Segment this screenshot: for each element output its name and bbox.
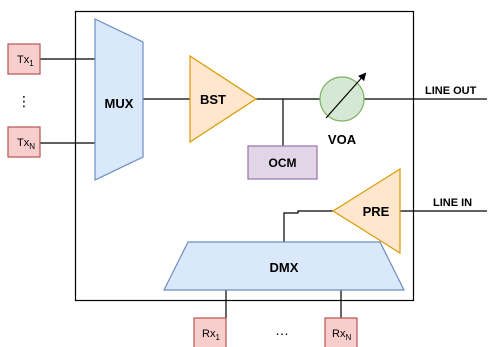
rx1-base-label: Rx (202, 328, 216, 340)
preamplifier: PRE (331, 167, 401, 255)
mux-label: MUX (105, 96, 134, 111)
node-enclosure (74, 10, 415, 302)
transmitter-1: Tx1 (7, 43, 41, 75)
rxn-base-label: Rx (332, 328, 346, 340)
txn-subscript: N (29, 142, 35, 151)
preamp-label: PRE (363, 204, 390, 219)
demux-block: DMX (163, 241, 405, 291)
ocm-label: OCM (269, 156, 297, 170)
tx1-subscript: 1 (29, 59, 34, 68)
txn-base-label: Tx (17, 137, 30, 149)
svg-text:RxN: RxN (332, 328, 351, 342)
rxn-subscript: N (345, 333, 351, 342)
voa-label: VOA (328, 132, 357, 147)
voa-adjust-arrow-icon (325, 72, 367, 119)
voa-attenuator: VOA (319, 72, 367, 147)
receiver-1: Rx1 (193, 317, 227, 347)
ocm-monitor: OCM (247, 145, 318, 180)
demux-label: DMX (270, 260, 299, 275)
line-in-label: LINE IN (433, 197, 472, 209)
tx1-base-label: Tx (17, 54, 30, 66)
preamp-to-demux-line (283, 210, 333, 242)
mux-block: MUX (94, 18, 144, 181)
svg-text:Tx1: Tx1 (17, 54, 34, 68)
svg-text:Rx1: Rx1 (202, 328, 220, 342)
transmitter-ellipsis: ⋮ (17, 93, 31, 109)
receiver-ellipsis: … (275, 322, 289, 338)
booster-amplifier: BST (189, 54, 258, 144)
rx1-subscript: 1 (215, 333, 220, 342)
connection-lines (40, 58, 487, 318)
transmitter-n: TxN (7, 126, 41, 158)
receiver-n: RxN (324, 317, 358, 347)
booster-label: BST (200, 92, 226, 107)
line-out-label: LINE OUT (425, 85, 477, 97)
svg-text:TxN: TxN (17, 137, 35, 151)
